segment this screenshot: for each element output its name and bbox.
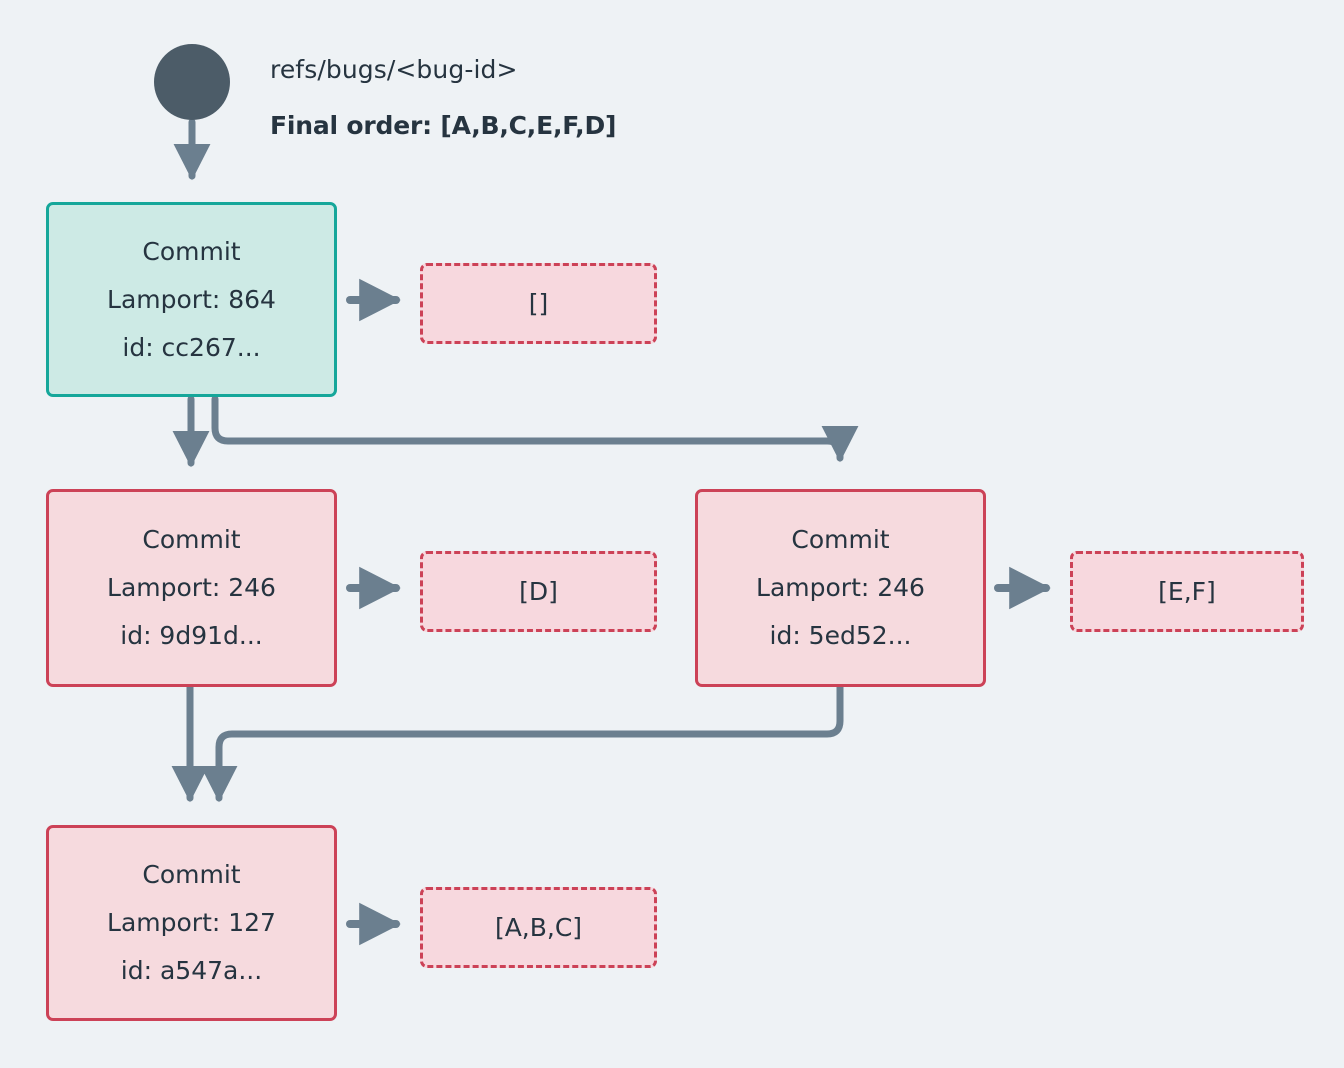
payload-node-5ed52[interactable]: [E,F] [1070,551,1304,632]
payload-label: [A,B,C] [494,913,583,942]
commit-node-9d91d[interactable]: Commit Lamport: 246 id: 9d91d... [46,489,337,687]
commit-id: id: a547a... [120,956,263,985]
commit-title: Commit [142,236,241,266]
commit-title: Commit [142,525,241,554]
edge-cc267-to-5ed52 [211,395,859,463]
commit-title: Commit [142,860,241,889]
payload-label: [E,F] [1158,577,1216,606]
commit-lamport: Lamport: 246 [107,573,276,602]
commit-node-5ed52[interactable]: Commit Lamport: 246 id: 5ed52... [695,489,986,687]
commit-lamport: Lamport: 864 [107,284,276,314]
payload-node-cc267[interactable]: [] [420,263,657,344]
payload-label: [D] [519,577,558,606]
payload-node-a547a[interactable]: [A,B,C] [420,887,657,968]
commit-lamport: Lamport: 246 [756,573,925,602]
root-ref-circle-node[interactable] [154,44,230,120]
commit-id: id: 5ed52... [769,621,912,650]
final-order-label: Final order: [A,B,C,E,F,D] [270,111,617,140]
commit-id: id: 9d91d... [120,621,263,650]
root-ref-label: refs/bugs/<bug-id> [270,55,518,84]
commit-node-a547a[interactable]: Commit Lamport: 127 id: a547a... [46,825,337,1021]
commit-node-cc267[interactable]: Commit Lamport: 864 id: cc267... [46,202,337,397]
commit-title: Commit [791,525,890,554]
payload-label: [] [528,289,549,318]
commit-lamport: Lamport: 127 [107,908,276,937]
edge-5ed52-to-a547a [200,683,844,803]
payload-node-9d91d[interactable]: [D] [420,551,657,632]
commit-id: id: cc267... [122,332,261,362]
